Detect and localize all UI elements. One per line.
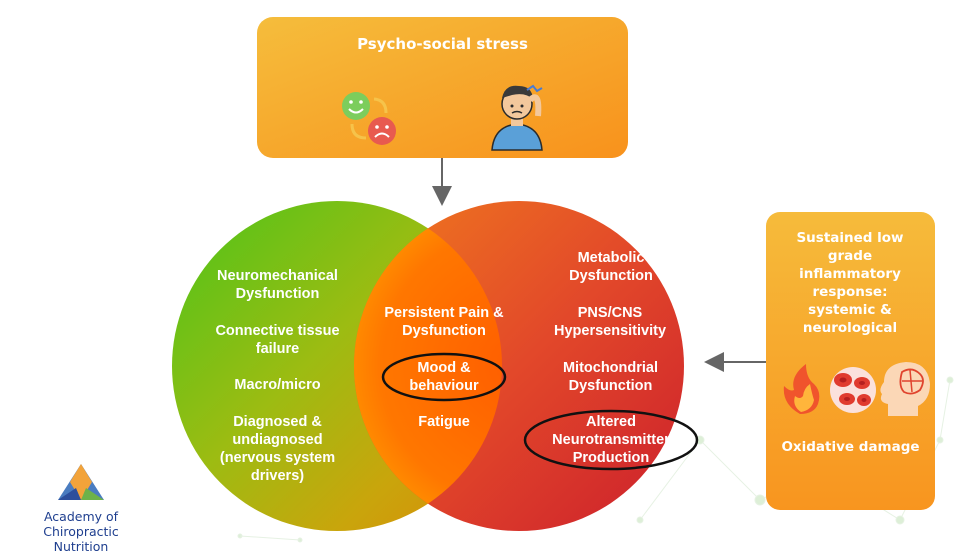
inflammatory-response-title: Sustained low grade inflammatory respons…	[796, 230, 904, 336]
academy-logo	[58, 464, 104, 500]
left-item-connective-tissue: Connective tissue failure	[215, 323, 340, 357]
mood-swing-icon	[342, 92, 396, 145]
right-item-metabolic: Metabolic Dysfunction	[569, 250, 653, 284]
psycho-social-stress-title: Psycho-social stress	[357, 35, 528, 53]
overlap-item-fatigue: Fatigue	[418, 414, 470, 430]
stressed-person-icon	[491, 84, 543, 151]
logo-line-2: Chiropractic Nutrition	[43, 524, 119, 554]
neurotransmitter-highlight-ellipse	[523, 409, 699, 471]
overlap-region	[354, 201, 502, 531]
blood-cells-icon	[830, 367, 876, 413]
right-item-mitochondrial: Mitochondrial Dysfunction	[562, 360, 659, 394]
flame-icon	[783, 364, 820, 414]
right-item-neurotransmitter: Altered Neurotransmitter Production	[552, 414, 670, 466]
overlap-item-persistent-pain: Persistent Pain & Dysfunction	[384, 305, 504, 339]
oxidative-damage-label: Oxidative damage	[781, 439, 920, 455]
logo-line-1: Academy of	[43, 509, 119, 524]
inflammatory-response-box	[766, 212, 935, 510]
right-item-pns-cns: PNS/CNS Hypersensitivity	[553, 305, 667, 339]
psycho-social-stress-box	[257, 17, 628, 158]
left-item-macro-micro: Macro/micro	[234, 377, 321, 393]
left-item-neuromechanical: Neuromechanical Dysfunction	[217, 268, 338, 302]
overlap-item-mood: Mood & behaviour	[409, 360, 479, 394]
mood-highlight-ellipse	[381, 352, 507, 402]
brain-head-icon	[880, 362, 930, 416]
left-item-diagnosed: Diagnosed & undiagnosed (nervous system …	[219, 414, 336, 484]
